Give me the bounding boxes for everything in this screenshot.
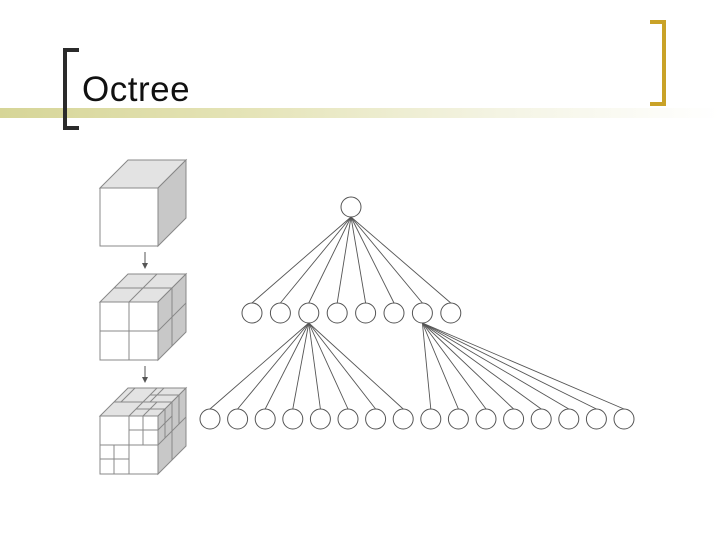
tree-edge	[280, 216, 352, 304]
tree-node-level2	[475, 408, 497, 430]
tree-nodes	[199, 196, 635, 430]
tree-edge	[350, 216, 452, 304]
tree-edge	[292, 322, 310, 410]
tree-node-level2	[613, 408, 635, 430]
cube-divided-twice	[98, 386, 188, 476]
tree-node-level1	[355, 302, 377, 324]
tree-node-level2	[585, 408, 607, 430]
tree-node-level1	[241, 302, 263, 324]
tree-edge	[237, 322, 310, 410]
tree-node-level2	[420, 408, 442, 430]
tree-node-level1	[383, 302, 405, 324]
tree-edge	[350, 216, 395, 304]
tree-node-level2	[309, 408, 331, 430]
title-underline-bar	[0, 108, 720, 118]
tree-edge	[350, 216, 367, 304]
tree-edge	[308, 322, 349, 410]
tree-edge	[422, 322, 514, 410]
tree-node-level2	[199, 408, 221, 430]
tree-node-level2	[254, 408, 276, 430]
tree-edge	[308, 216, 352, 304]
cube-undivided	[98, 158, 188, 248]
tree-edge	[421, 322, 432, 410]
tree-node-level1	[411, 302, 433, 324]
arrow-down-icon	[142, 366, 148, 383]
tree-node-level1	[269, 302, 291, 324]
tree-edge	[209, 322, 310, 410]
tree-edge	[422, 322, 570, 410]
tree-edge	[264, 322, 310, 410]
tree-node-level2	[392, 408, 414, 430]
tree-node-level2	[282, 408, 304, 430]
tree-edge	[350, 216, 423, 304]
tree-edge	[308, 322, 376, 410]
tree-node-level2	[337, 408, 359, 430]
right-bracket-decoration	[650, 20, 666, 106]
tree-node-level1	[326, 302, 348, 324]
tree-edge	[336, 216, 352, 304]
tree-edges	[209, 216, 625, 410]
tree-edge	[308, 322, 404, 410]
tree-edge	[422, 322, 625, 410]
slide-title: Octree	[82, 70, 191, 109]
left-bracket-decoration	[63, 48, 79, 130]
tree-edge	[308, 322, 321, 410]
tree-edge	[422, 322, 542, 410]
tree-node-level2	[365, 408, 387, 430]
tree-node-level2	[558, 408, 580, 430]
tree-node-level2	[503, 408, 525, 430]
tree-node-level1	[440, 302, 462, 324]
cube-divided-once	[98, 272, 188, 362]
tree-node-level2	[447, 408, 469, 430]
tree-edge	[421, 322, 459, 410]
tree-node-level1	[298, 302, 320, 324]
tree-node-level2	[227, 408, 249, 430]
tree-edge	[251, 216, 352, 304]
tree-node-level2	[530, 408, 552, 430]
tree-root-node	[340, 196, 362, 218]
tree-edge	[422, 322, 487, 410]
arrow-down-icon	[142, 252, 148, 269]
tree-edge	[422, 322, 597, 410]
